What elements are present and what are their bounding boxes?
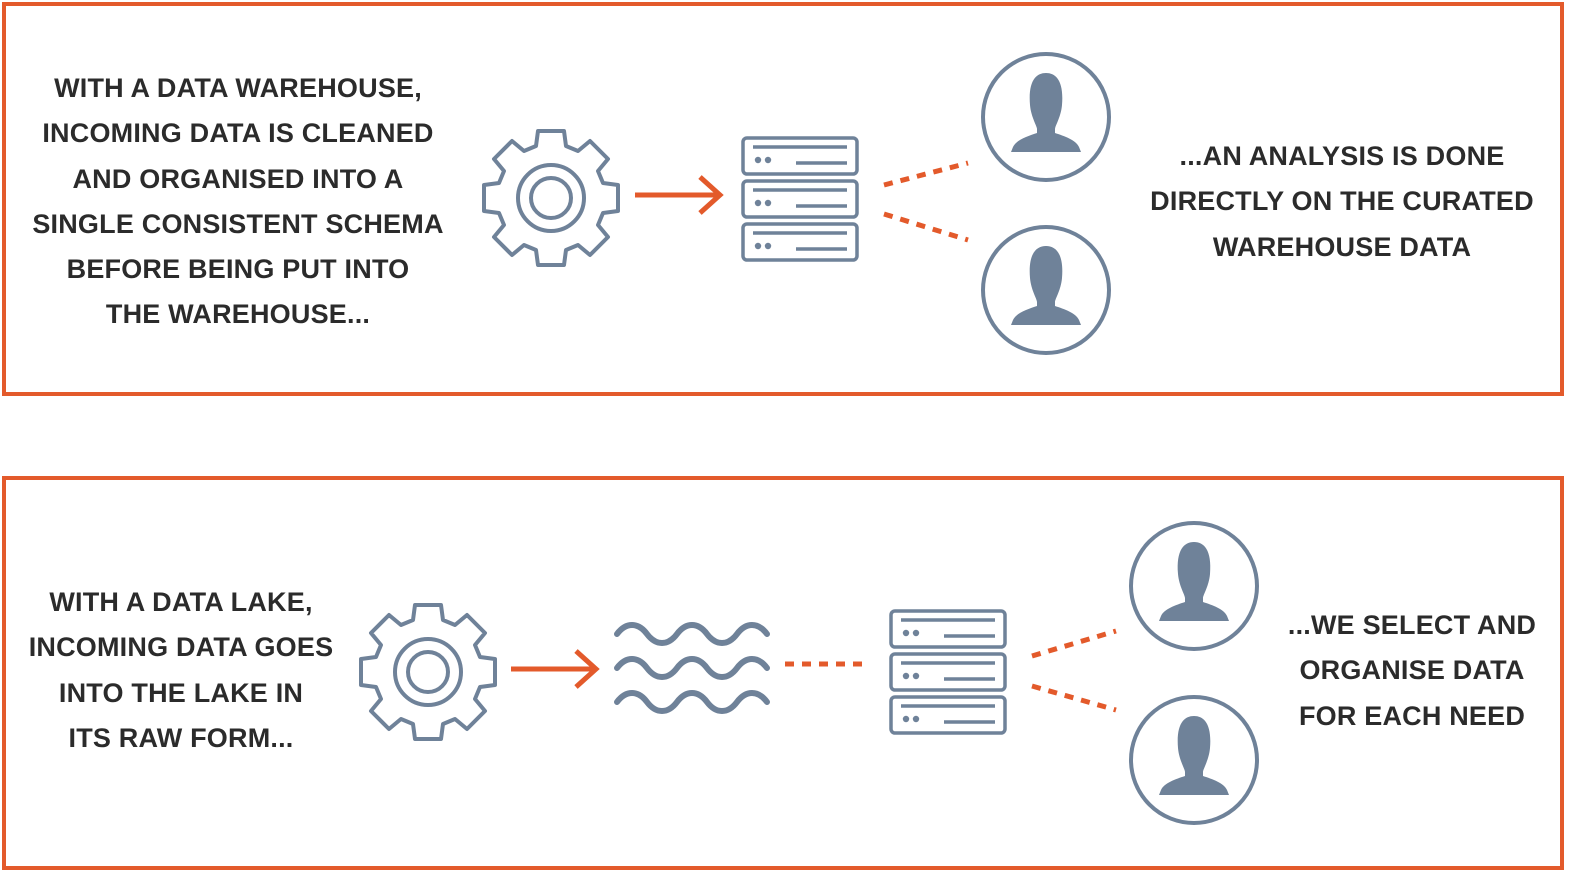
user-icon bbox=[1129, 521, 1259, 651]
user-icon bbox=[981, 225, 1111, 355]
server-icon bbox=[889, 609, 1007, 735]
dotted-connector bbox=[883, 160, 969, 243]
data-warehouse-panel bbox=[2, 2, 1564, 396]
server-icon bbox=[741, 136, 859, 262]
data-lake-panel bbox=[2, 476, 1564, 870]
arrow-right-icon bbox=[635, 177, 720, 213]
gear-icon bbox=[359, 603, 497, 741]
gear-icon bbox=[482, 129, 620, 267]
warehouse-description: WITH A DATA WAREHOUSE,INCOMING DATA IS C… bbox=[32, 73, 444, 330]
user-icon bbox=[981, 52, 1111, 182]
waves-icon bbox=[617, 625, 767, 711]
arrow-right-icon bbox=[511, 651, 596, 687]
dotted-connector bbox=[1031, 628, 1117, 713]
user-icon bbox=[1129, 695, 1259, 825]
